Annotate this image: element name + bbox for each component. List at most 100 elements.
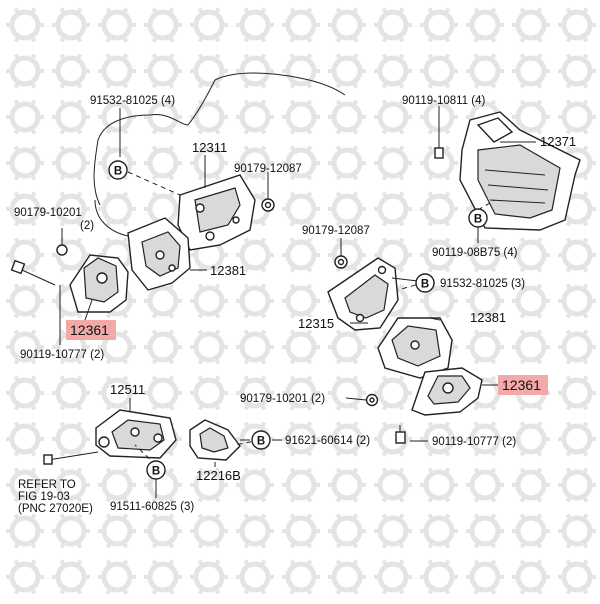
watermark-tooth	[30, 513, 37, 520]
watermark-tooth	[76, 145, 83, 152]
label-91511-60825[interactable]: 91511-60825 (3)	[110, 501, 194, 513]
watermark-tooth	[473, 421, 480, 428]
watermark-tooth	[473, 329, 480, 336]
watermark-tooth	[444, 191, 451, 198]
watermark-tooth	[427, 421, 434, 428]
label-12361-left[interactable]: 12361	[70, 322, 109, 338]
label-90119-10777-right[interactable]: 90119-10777 (2)	[432, 436, 516, 448]
label-90179-12087-left[interactable]: 90179-12087	[234, 163, 302, 175]
watermark-tooth	[306, 283, 313, 290]
watermark-tooth	[536, 542, 543, 549]
watermark-tooth	[197, 559, 204, 566]
label-12511[interactable]: 12511	[110, 382, 145, 397]
watermark-tooth	[536, 467, 543, 474]
watermark-tooth	[490, 7, 497, 14]
label-12361-right[interactable]: 12361	[502, 377, 541, 393]
watermark-tooth	[444, 82, 451, 89]
watermark-tooth	[76, 559, 83, 566]
watermark-tooth	[122, 496, 129, 503]
callout-b-3: B	[415, 273, 435, 293]
watermark-tooth	[473, 312, 480, 319]
label-91621-60614[interactable]: 91621-60614 (2)	[285, 435, 370, 447]
watermark-tooth	[168, 375, 175, 382]
watermark-tooth	[214, 358, 221, 365]
watermark-tooth	[289, 404, 296, 411]
watermark-gear-icon	[147, 285, 179, 317]
watermark-gear-icon	[147, 55, 179, 87]
watermark-tooth	[243, 404, 250, 411]
watermark-gear-icon	[239, 377, 271, 409]
watermark-tooth	[59, 467, 66, 474]
watermark-tooth	[289, 53, 296, 60]
label-12371[interactable]: 12371	[540, 134, 576, 149]
label-12311[interactable]: 12311	[192, 140, 227, 155]
label-90119-08b75[interactable]: 90119-08B75 (4)	[432, 247, 518, 259]
label-90119-10811[interactable]: 90119-10811 (4)	[402, 95, 486, 107]
watermark-tooth	[352, 145, 359, 152]
watermark-tooth	[473, 266, 480, 273]
watermark-tooth	[565, 266, 572, 273]
watermark-tooth	[582, 174, 589, 181]
watermark-tooth	[243, 358, 250, 365]
watermark-gear-icon	[101, 469, 133, 501]
label-90179-10201-mid[interactable]: 90179-10201 (2)	[240, 393, 325, 405]
watermark-tooth	[289, 496, 296, 503]
watermark-gear-icon	[561, 469, 593, 501]
watermark-gear-icon	[101, 9, 133, 41]
watermark-tooth	[105, 588, 112, 595]
watermark-gear-icon	[285, 515, 317, 547]
label-12381-right[interactable]: 12381	[470, 310, 506, 325]
watermark-tooth	[13, 145, 20, 152]
watermark-tooth	[381, 450, 388, 457]
label-91532-81025-right[interactable]: 91532-81025 (3)	[440, 278, 525, 290]
watermark-tooth	[519, 266, 526, 273]
label-12315[interactable]: 12315	[298, 316, 334, 331]
watermark-tooth	[105, 467, 112, 474]
watermark-tooth	[168, 542, 175, 549]
watermark-tooth	[289, 467, 296, 474]
watermark-tooth	[519, 450, 526, 457]
watermark-tooth	[197, 145, 204, 152]
watermark-gear-icon	[469, 239, 501, 271]
watermark-tooth	[260, 36, 267, 43]
watermark-tooth	[30, 450, 37, 457]
watermark-tooth	[490, 266, 497, 273]
watermark-tooth	[30, 559, 37, 566]
watermark-tooth	[59, 450, 66, 457]
watermark-tooth	[335, 82, 342, 89]
watermark-tooth	[105, 496, 112, 503]
watermark-tooth	[214, 145, 221, 152]
watermark-tooth	[289, 174, 296, 181]
watermark-tooth	[306, 496, 313, 503]
watermark-tooth	[30, 174, 37, 181]
watermark-tooth	[444, 312, 451, 319]
watermark-gear-icon	[239, 469, 271, 501]
label-90179-12087-mid[interactable]: 90179-12087	[302, 225, 370, 237]
watermark-tooth	[105, 7, 112, 14]
watermark-tooth	[536, 266, 543, 273]
watermark-tooth	[444, 496, 451, 503]
watermark-tooth	[289, 312, 296, 319]
watermark-gear-icon	[9, 515, 41, 547]
watermark-tooth	[243, 467, 250, 474]
watermark-gear-icon	[423, 285, 455, 317]
label-90179-10201-left[interactable]: 90179-10201	[14, 207, 82, 219]
watermark-tooth	[519, 358, 526, 365]
watermark-tooth	[444, 559, 451, 566]
label-12381-left[interactable]: 12381	[210, 263, 246, 278]
label-12216b[interactable]: 12216B	[196, 468, 241, 483]
label-90119-10777-left[interactable]: 90119-10777 (2)	[20, 349, 104, 361]
watermark-gear-icon	[331, 515, 363, 547]
watermark-tooth	[427, 496, 434, 503]
watermark-tooth	[582, 358, 589, 365]
watermark-tooth	[289, 145, 296, 152]
label-91532-81025-top[interactable]: 91532-81025 (4)	[90, 95, 175, 107]
refer-note[interactable]: REFER TO FIG 19-03 (PNC 27020E)	[18, 479, 93, 515]
watermark-gear-icon	[331, 239, 363, 271]
watermark-tooth	[381, 588, 388, 595]
watermark-tooth	[122, 513, 129, 520]
watermark-tooth	[473, 53, 480, 60]
watermark-tooth	[444, 513, 451, 520]
watermark-tooth	[59, 542, 66, 549]
watermark-tooth	[122, 82, 129, 89]
